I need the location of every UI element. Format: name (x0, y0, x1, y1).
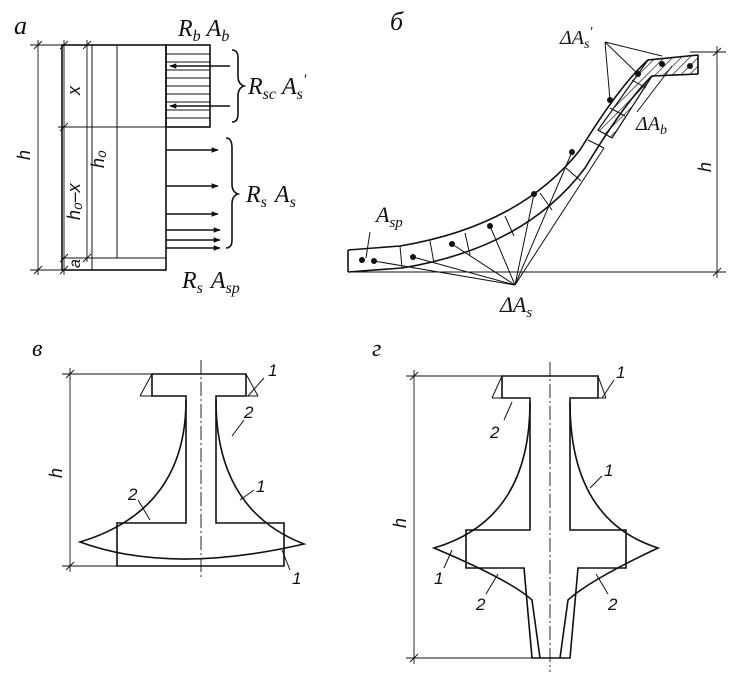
dim-tick-bot-g (409, 653, 419, 663)
callout-g-2c: 2 (607, 595, 618, 614)
leader-g-1a (601, 379, 615, 399)
cross-section-g (465, 375, 627, 659)
leader-v-2b (137, 499, 151, 521)
leader-v-1b (239, 489, 255, 501)
label-delta-as-prime: ΔAs′ (559, 25, 593, 52)
panel-v-letter: в (32, 336, 42, 362)
label-delta-ab: ΔAb (635, 113, 667, 138)
callout-g-2b: 2 (475, 595, 486, 614)
i-beam-section-v (116, 373, 285, 567)
dim-tick-bot-b (712, 267, 722, 277)
label-delta-as: ΔAs (499, 292, 532, 321)
delta-as-fan-lines (373, 147, 605, 286)
compressed-zone-hatch (166, 53, 210, 119)
panel-a-letter: а (14, 11, 27, 40)
callout-v-1b: 1 (256, 477, 265, 496)
leader-g-1b (589, 475, 603, 489)
section-outline (61, 44, 167, 271)
dim-x-a: x (64, 85, 84, 96)
callout-g-2a: 2 (489, 423, 500, 442)
panel-v: в 1 2 2 1 1 h (32, 336, 307, 588)
brace-rsc (231, 49, 247, 123)
dimension-lines-a (30, 40, 166, 275)
panel-g-letter: г (372, 336, 381, 362)
tension-arrows (166, 147, 221, 251)
panel-b: б (347, 7, 726, 321)
flange-chamfer-g-left (491, 375, 503, 399)
callout-v-2b: 2 (127, 485, 138, 504)
panel-g: г 1 2 1 1 2 2 h (372, 336, 661, 672)
callout-v-1a: 1 (268, 361, 277, 380)
equivalent-curve-v (77, 399, 307, 560)
leader-g-1c (443, 549, 453, 569)
label-asp: Asp (374, 202, 403, 231)
equivalent-curve-g (431, 401, 661, 659)
dim-h0x-a: h₀–x (64, 182, 84, 220)
panel-a: а (14, 11, 307, 297)
delta-as-prime-lines (604, 41, 663, 101)
leader-g-2b (485, 573, 499, 595)
rebar-dots (359, 61, 693, 264)
flange-chamfer-v-left (139, 373, 153, 397)
leader-v-1a (247, 377, 265, 397)
dim-a-a: a (67, 259, 84, 268)
dim-h-g: h (390, 518, 410, 528)
dim-h-a: h (14, 150, 34, 160)
dim-h-v: h (46, 468, 66, 478)
callout-v-1c: 1 (292, 569, 301, 588)
dim-tick-top-b (712, 47, 722, 57)
brace-rs (225, 137, 241, 249)
leader-g-2a (503, 401, 513, 421)
panel-b-letter: б (390, 7, 404, 36)
member-bottom-edge (347, 73, 699, 273)
dim-tick-bot-v (65, 561, 75, 571)
member-top-edge (347, 54, 699, 251)
asp-leader (365, 231, 371, 259)
dim-h-b: h (695, 162, 715, 172)
web-taper-g-left (523, 567, 533, 659)
leader-g-2c (595, 573, 609, 595)
dim-tick-top-v (65, 369, 75, 379)
flange-chamfer-v-right (245, 373, 259, 397)
leader-v-1c (281, 549, 291, 571)
callout-g-1b: 1 (604, 461, 613, 480)
segment-dividers (399, 79, 647, 269)
callout-v-2a: 2 (243, 403, 254, 422)
callout-g-1c: 1 (434, 569, 443, 588)
dim-h0-a: h₀ (88, 150, 108, 168)
delta-ab-leader (636, 65, 673, 113)
callout-g-1a: 1 (616, 363, 625, 382)
leader-v-2a (231, 419, 245, 437)
compressed-zone-hatch-b (597, 54, 699, 139)
dim-tick-top-g (409, 371, 419, 381)
